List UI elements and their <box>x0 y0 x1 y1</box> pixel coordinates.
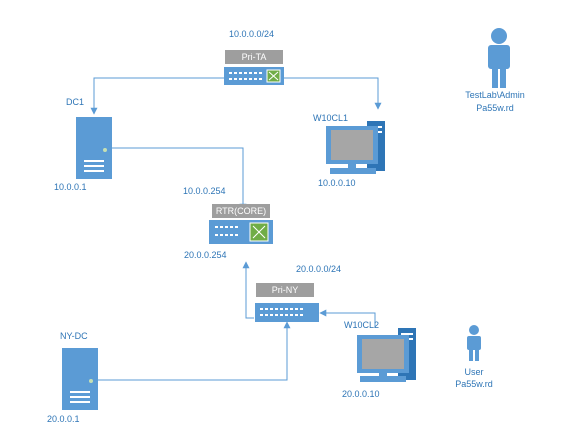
subnet-label-pri-ny: 20.0.0.0/24 <box>296 264 341 274</box>
switch-label-bg <box>256 283 314 297</box>
workstation-w10cl2[interactable]: W10CL2 20.0.0.10 <box>342 320 416 399</box>
router-ip-top: 10.0.0.254 <box>183 186 226 196</box>
keyboard-icon <box>330 168 376 174</box>
link-prita-dc1 <box>90 77 224 115</box>
user-user: User Pa55w.rd <box>455 325 493 389</box>
link-dc1-rtr <box>112 147 247 211</box>
workstation-ip-w10cl2: 20.0.0.10 <box>342 389 380 399</box>
subnet-label-pri-ta: 10.0.0.0/24 <box>229 29 274 39</box>
switch-label-bg <box>225 50 283 64</box>
workstation-name-w10cl1: W10CL1 <box>313 113 348 123</box>
user-name-user: User <box>464 367 483 377</box>
switch-ports-icon <box>215 226 238 236</box>
switch-name-pri-ny: Pri-NY <box>272 285 299 295</box>
link-prini-rtr <box>242 261 254 319</box>
router-name: RTR(CORE) <box>216 206 266 216</box>
user-admin: TestLab\Admin Pa55w.rd <box>465 28 525 113</box>
person-icon <box>469 325 479 335</box>
person-icon <box>491 28 507 44</box>
server-icon <box>62 348 98 410</box>
switch-body <box>255 303 319 322</box>
switch-pri-ny[interactable]: 20.0.0.0/24 Pri-NY <box>255 264 341 322</box>
workstation-ip-w10cl1: 10.0.0.10 <box>318 178 356 188</box>
link-nydc-prini <box>98 321 291 381</box>
user-name-admin: TestLab\Admin <box>465 90 525 100</box>
server-dc1[interactable]: DC1 10.0.0.1 <box>54 97 112 192</box>
router-core[interactable]: 10.0.0.254 RTR(CORE) 20.0.0.254 <box>183 186 273 260</box>
user-password-user: Pa55w.rd <box>455 379 493 389</box>
server-ny-dc[interactable]: NY-DC 20.0.0.1 <box>47 331 98 424</box>
connections <box>90 77 382 381</box>
server-ip-ny-dc: 20.0.0.1 <box>47 414 80 424</box>
user-password-admin: Pa55w.rd <box>476 103 514 113</box>
workstation-name-w10cl2: W10CL2 <box>344 320 379 330</box>
switch-name-pri-ta: Pri-TA <box>242 52 267 62</box>
switch-ports-icon <box>229 72 262 80</box>
server-icon <box>76 117 112 179</box>
server-name-ny-dc: NY-DC <box>60 331 88 341</box>
link-prita-w10cl1 <box>284 77 382 110</box>
workstation-w10cl1[interactable]: W10CL1 10.0.0.10 <box>313 113 385 188</box>
server-name-dc1: DC1 <box>66 97 84 107</box>
link-w10cl2-prini <box>319 309 376 328</box>
switch-ports-icon <box>260 308 303 316</box>
keyboard-icon <box>360 376 406 382</box>
router-ip-bottom: 20.0.0.254 <box>184 250 227 260</box>
server-ip-dc1: 10.0.0.1 <box>54 182 87 192</box>
switch-label-bg <box>212 204 270 218</box>
switch-pri-ta[interactable]: 10.0.0.0/24 Pri-TA <box>224 29 284 85</box>
